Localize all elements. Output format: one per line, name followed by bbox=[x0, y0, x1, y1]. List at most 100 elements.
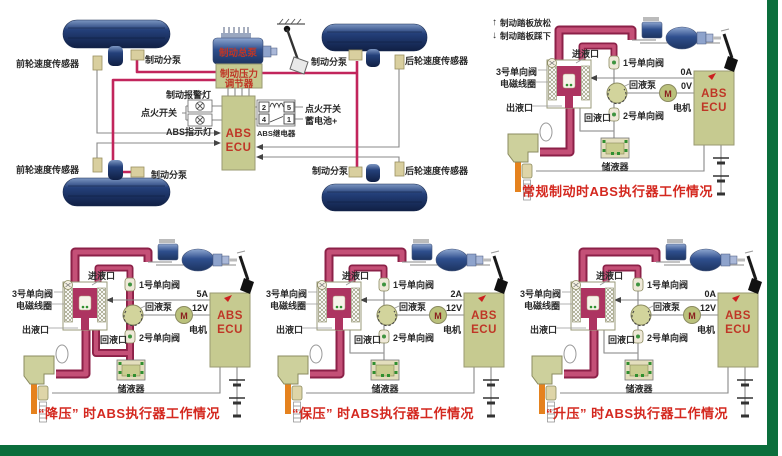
pedal-legend: ↑ 制动踏板放松 ↓ 制动踏板踩下 bbox=[492, 16, 551, 42]
motor-voltage-value: 0V bbox=[680, 81, 692, 91]
panel-increase: M bbox=[516, 238, 776, 450]
arrow-down-icon: ↓ bbox=[492, 30, 497, 41]
return-pump-label: 回液泵 bbox=[629, 80, 657, 90]
check-valve-2-label: 2号单向阀 bbox=[623, 111, 665, 121]
check-valve-2-label: 2号单向阀 bbox=[393, 333, 435, 343]
motor-label: 电机 bbox=[189, 325, 208, 335]
return-pump-label: 回液泵 bbox=[653, 302, 681, 312]
solenoid-coil-label: 电磁线圈 bbox=[500, 79, 537, 89]
motor-symbol: M bbox=[180, 311, 188, 321]
check-valve-1-label: 1号单向阀 bbox=[139, 280, 181, 290]
front-sensor-bottom-label: 前轮速度传感器 bbox=[16, 165, 80, 175]
panel-caption: “保压” 时ABS执行器工作情况 bbox=[292, 406, 475, 421]
panel-caption: “降压” 时ABS执行器工作情况 bbox=[38, 406, 221, 421]
arrow-up-icon: ↑ bbox=[492, 17, 497, 28]
motor-label: 电机 bbox=[697, 325, 716, 335]
ecu-label-line2: ECU bbox=[217, 324, 243, 336]
master-cylinder-label: 制动总泵 bbox=[219, 48, 258, 59]
panel-caption: 常规制动时ABS执行器工作情况 bbox=[522, 184, 713, 199]
ecu-label-line2: ECU bbox=[725, 324, 751, 336]
ecu-label-line2: ECU bbox=[225, 142, 252, 154]
check-valve-1-label: 1号单向阀 bbox=[393, 280, 435, 290]
battery-plus-label: 蓄电池+ bbox=[305, 116, 338, 126]
inlet-port-label: 进液口 bbox=[572, 49, 600, 59]
panel-normal: M bbox=[492, 16, 752, 228]
overview-graphics bbox=[62, 18, 428, 212]
rear-sensor-bottom-label: 后轮速度传感器 bbox=[405, 166, 469, 176]
motor-symbol: M bbox=[664, 89, 672, 99]
outlet-port-label: 出液口 bbox=[276, 325, 304, 335]
relay-terminal-2: 2 bbox=[261, 103, 267, 112]
check-valve-1-label: 1号单向阀 bbox=[623, 58, 665, 68]
pedal-pressed-label: 制动踏板踩下 bbox=[500, 30, 552, 41]
relay-terminal-4: 4 bbox=[261, 115, 267, 124]
vehicle-overview-diagram: 前轮速度传感器 制动分泵 前轮速度传感器 制动分泵 制动分泵 后轮速度传感器 制… bbox=[0, 0, 486, 232]
abs-relay-label: ABS继电器 bbox=[257, 129, 296, 138]
solenoid-current-value: 2A bbox=[450, 289, 462, 299]
return-pump-label: 回液泵 bbox=[399, 302, 427, 312]
check-valve-3-label: 3号单向阀 bbox=[266, 289, 308, 299]
panel-decrease: M bbox=[8, 238, 268, 450]
actuator-graphics: M bbox=[507, 17, 738, 201]
motor-voltage-value: 12V bbox=[445, 303, 462, 313]
ignition-switch-left-label: 点火开关 bbox=[141, 108, 178, 118]
pressure-regulator-label-line1: 制动压力 bbox=[219, 69, 258, 80]
outlet-port-label: 出液口 bbox=[22, 325, 50, 335]
wheel-cylinder-tr-label: 制动分泵 bbox=[311, 57, 348, 67]
abs-indicator-label: ABS指示灯 bbox=[166, 127, 213, 137]
check-valve-1-label: 1号单向阀 bbox=[647, 280, 689, 290]
solenoid-current-value: 0A bbox=[704, 289, 716, 299]
rear-sensor-top-label: 后轮速度传感器 bbox=[405, 56, 469, 66]
bottom-border-strip bbox=[0, 445, 778, 456]
motor-label: 电机 bbox=[673, 103, 692, 113]
outlet-port-label: 出液口 bbox=[530, 325, 558, 335]
pedal-released-label: 制动踏板放松 bbox=[500, 17, 552, 28]
motor-voltage-value: 12V bbox=[699, 303, 716, 313]
return-port-label: 回液口 bbox=[584, 113, 612, 123]
solenoid-current-value: 5A bbox=[196, 289, 208, 299]
outlet-port-label: 出液口 bbox=[506, 103, 534, 113]
panel-hold: M bbox=[262, 238, 522, 450]
pedal-released-row: ↑ 制动踏板放松 bbox=[492, 16, 551, 29]
brake-warning-lamp-label: 制动报警灯 bbox=[166, 90, 212, 100]
wheel-cylinder-bl-label: 制动分泵 bbox=[151, 170, 188, 180]
accumulator-label: 储液器 bbox=[625, 384, 653, 394]
ecu-label-line2: ECU bbox=[701, 102, 727, 114]
wheel-cylinder-br-label: 制动分泵 bbox=[312, 166, 349, 176]
solenoid-coil-label: 电磁线圈 bbox=[16, 301, 53, 311]
motor-symbol: M bbox=[688, 311, 696, 321]
accumulator-label: 储液器 bbox=[371, 384, 399, 394]
ecu-label-line1: ABS bbox=[725, 310, 751, 322]
relay-terminal-5: 5 bbox=[286, 103, 292, 112]
motor-symbol: M bbox=[434, 311, 442, 321]
relay-terminal-1: 1 bbox=[286, 115, 292, 124]
ecu-label-line1: ABS bbox=[471, 310, 497, 322]
solenoid-coil-label: 电磁线圈 bbox=[524, 301, 561, 311]
check-valve-3-label: 3号单向阀 bbox=[496, 67, 538, 77]
ecu-label-line2: ECU bbox=[471, 324, 497, 336]
ecu-label-line1: ABS bbox=[217, 310, 243, 322]
check-valve-2-label: 2号单向阀 bbox=[139, 333, 181, 343]
check-valve-3-label: 3号单向阀 bbox=[12, 289, 54, 299]
motor-voltage-value: 12V bbox=[191, 303, 208, 313]
check-valve-2-label: 2号单向阀 bbox=[647, 333, 689, 343]
check-valve-3-label: 3号单向阀 bbox=[520, 289, 562, 299]
inlet-port-label: 进液口 bbox=[596, 271, 624, 281]
actuator-graphics: M bbox=[531, 239, 762, 423]
right-border-strip bbox=[767, 0, 778, 456]
return-pump-label: 回液泵 bbox=[145, 302, 173, 312]
pedal-pressed-row: ↓ 制动踏板踩下 bbox=[492, 29, 551, 42]
ignition-switch-right-label: 点火开关 bbox=[305, 104, 342, 114]
return-port-label: 回液口 bbox=[100, 335, 128, 345]
ecu-label-line1: ABS bbox=[701, 88, 727, 100]
actuator-graphics: M bbox=[23, 239, 254, 423]
solenoid-coil-label: 电磁线圈 bbox=[270, 301, 307, 311]
ecu-label-line1: ABS bbox=[225, 128, 252, 140]
wheel-cylinder-tl-label: 制动分泵 bbox=[145, 55, 182, 65]
inlet-port-label: 进液口 bbox=[88, 271, 116, 281]
motor-label: 电机 bbox=[443, 325, 462, 335]
return-port-label: 回液口 bbox=[354, 335, 382, 345]
accumulator-label: 储液器 bbox=[601, 162, 629, 172]
actuator-graphics: M bbox=[277, 239, 508, 423]
